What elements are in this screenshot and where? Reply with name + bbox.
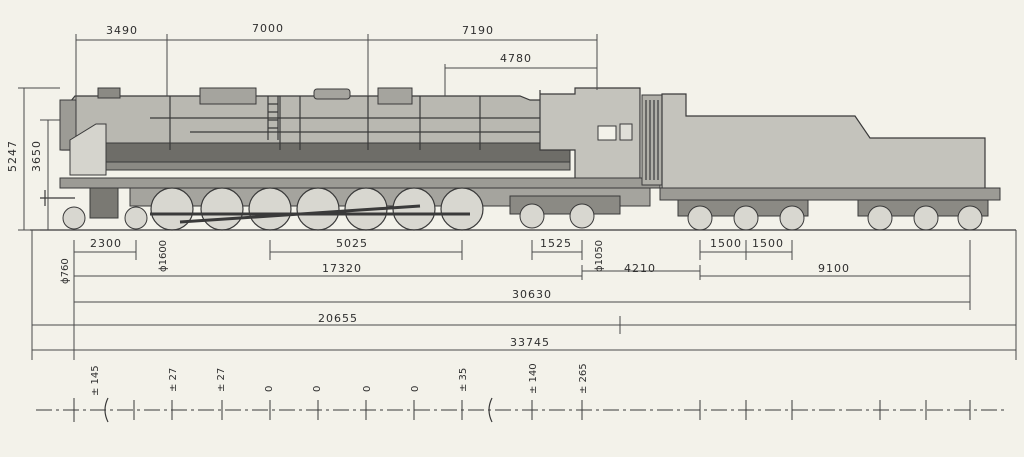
dim-1500-a: 1500 [710,237,742,250]
dim-wheel-1600: ϕ1600 [158,240,169,272]
leading-wheel-1 [62,206,86,230]
axle-play-labels: ± 145 ± 27 ± 27 0 0 0 0 ± 35 ± 140 ± 265 [90,363,589,396]
dim-wheel-1050: ϕ1050 [594,240,605,272]
axle-play-4: 0 [264,386,275,392]
smoke-deflector [69,123,107,176]
dim-9100: 9100 [818,262,850,275]
dim-4210: 4210 [624,262,656,275]
dim-33745: 33745 [510,336,550,349]
dim-17320: 17320 [322,262,362,275]
dim-7190: 7190 [462,24,494,37]
trailing-wheel-1 [519,203,545,229]
axle-play-8: ± 35 [458,368,469,392]
dim-5025: 5025 [336,237,368,250]
dim-30630: 30630 [512,288,552,301]
dim-2300: 2300 [90,237,122,250]
tender-bogies [677,199,989,217]
leading-wheel-2 [124,206,148,230]
dimension-lines [18,34,1017,360]
dim-4780: 4780 [500,52,532,65]
axle-centerline [36,398,1006,422]
tender-body [661,93,986,191]
locomotive [40,87,661,231]
axle-play-10: ± 265 [578,363,589,394]
axle-play-1: ± 145 [90,365,101,396]
dimension-labels: 3490 7000 7190 4780 5247 3650 2300 ϕ1600… [6,22,850,349]
cab [539,87,641,183]
play-arrow-front [104,397,109,423]
dome-2 [199,87,257,105]
trailing-wheel-2 [569,203,595,229]
main-frame [59,177,661,189]
dim-3650: 3650 [30,140,43,172]
dome-4 [377,87,413,105]
axle-play-7: 0 [410,386,421,392]
side-rods [150,204,470,224]
dim-1500-b: 1500 [752,237,784,250]
dim-1525: 1525 [540,237,572,250]
play-arrow-rear [488,397,493,423]
dim-7000: 7000 [252,22,284,35]
dim-3490: 3490 [106,24,138,37]
boiler [61,95,561,151]
dim-wheel-760: ϕ760 [60,258,71,284]
dome-1 [97,87,121,99]
tender-wheels [687,205,983,231]
dim-5247: 5247 [6,140,19,172]
tender [641,93,1001,231]
axle-play-6: 0 [362,386,373,392]
axle-play-5: 0 [312,386,323,392]
axle-play-3: ± 27 [216,368,227,392]
dome-3 [313,88,351,100]
axle-play-9: ± 140 [528,363,539,394]
cab-window [597,125,617,141]
dim-20655: 20655 [318,312,358,325]
axle-play-2: ± 27 [168,368,179,392]
